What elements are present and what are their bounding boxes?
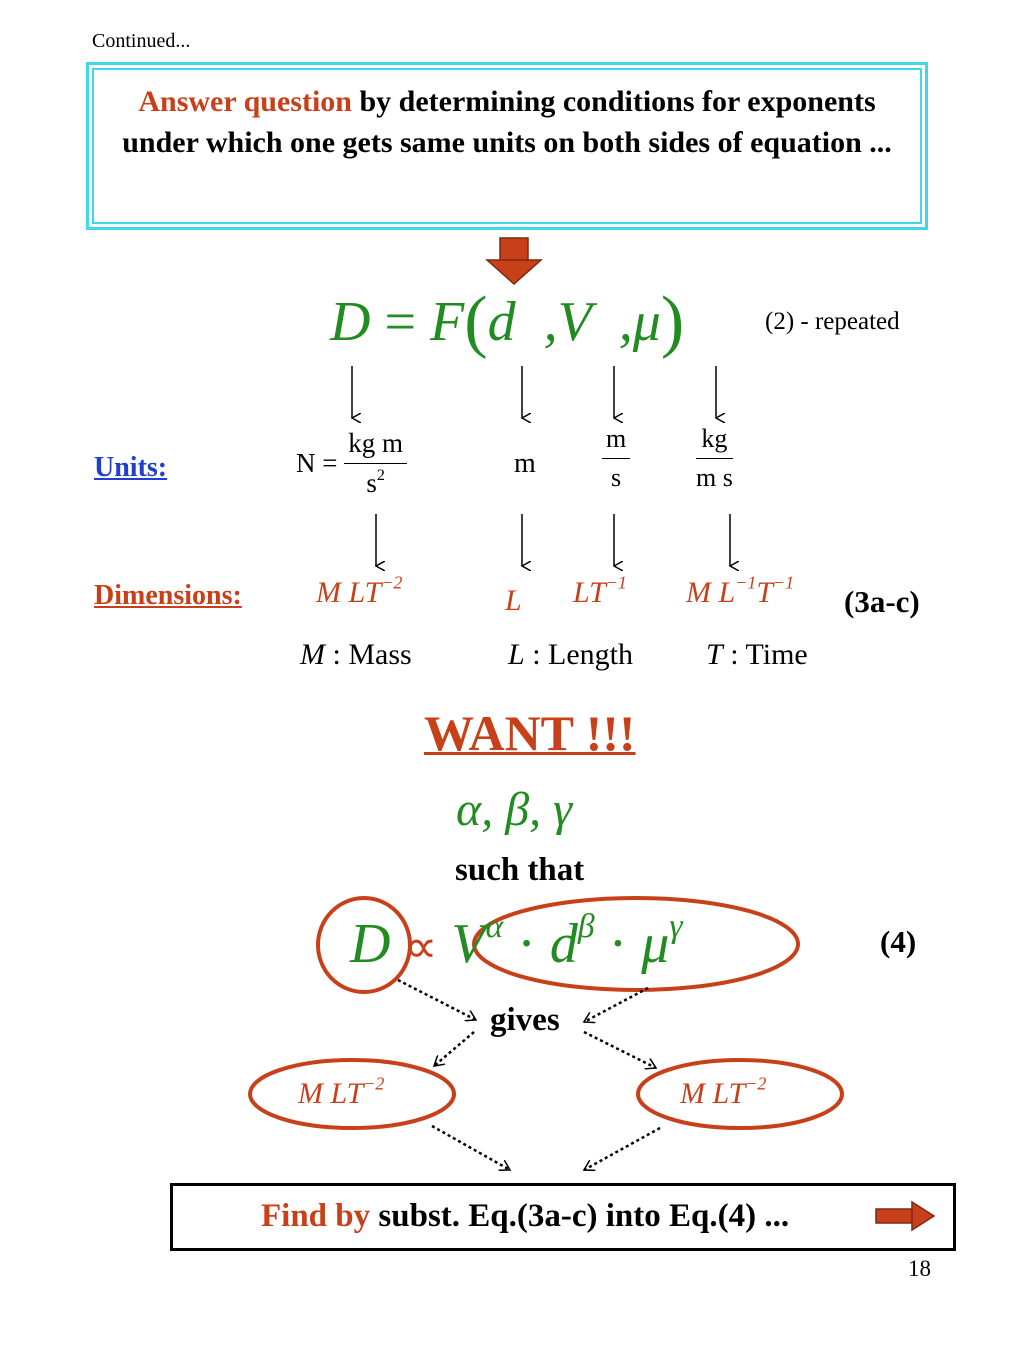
eq4-beta: β — [577, 907, 595, 945]
eq-arg-d: d — [487, 291, 516, 353]
down-arrow-icon — [485, 237, 543, 286]
unit-viscosity-num: kg — [696, 424, 733, 459]
dotted-lhs-to-gives — [397, 978, 476, 1020]
unit-force-den-exp: 2 — [376, 465, 385, 484]
eq-func: F — [430, 291, 465, 353]
equation-4: D ∝ Vα · dβ · μγ — [350, 907, 683, 975]
eq4-v: V — [451, 913, 486, 975]
unit-force-num: kg m — [344, 428, 407, 464]
dim-viscosity: M L−1T−1 — [686, 572, 795, 610]
eq4-alpha: α — [485, 907, 504, 945]
find-highlight: Find by — [261, 1198, 371, 1234]
rhs-ellipse — [472, 896, 800, 992]
unit-viscosity-den: m s — [696, 463, 733, 492]
result-right-ellipse — [636, 1058, 844, 1130]
eq4-mu: μ — [641, 913, 670, 975]
result-right: M LT−2 — [680, 1073, 767, 1111]
eq2-note: (2) - repeated — [765, 308, 900, 335]
dotted-left-to-find — [431, 1124, 510, 1172]
legend-length: L : Length — [508, 638, 633, 671]
eq4-lhs: D — [350, 913, 391, 975]
eq-close-paren: ) — [660, 283, 685, 360]
unit-force-den: s — [366, 468, 377, 498]
unit-velocity: m s — [602, 424, 631, 493]
eq4-tag: (4) — [880, 924, 917, 959]
legend-mass: M : Mass — [300, 638, 412, 671]
result-left: M LT−2 — [298, 1073, 385, 1111]
unit-force: N = kg m s2 — [296, 428, 407, 499]
greek-exponents: α, β, γ — [456, 783, 573, 836]
dotted-gives-to-left — [434, 1031, 475, 1067]
eq4-d: d — [549, 913, 578, 975]
units-label: Units: — [94, 452, 168, 483]
page-number: 18 — [908, 1256, 931, 1281]
gives-label: gives — [490, 1002, 560, 1038]
want-heading: WANT !!! — [424, 705, 636, 761]
eq-open-paren: ( — [464, 283, 488, 360]
result-left-ellipse — [248, 1058, 456, 1130]
unit-force-fraction: kg m s2 — [344, 428, 407, 499]
question-text: by determining conditions for exponents … — [122, 85, 892, 159]
eq-arg-v: ,V — [543, 291, 591, 353]
unit-velocity-den: s — [611, 463, 622, 492]
dotted-gives-to-right — [583, 1030, 656, 1068]
unit-length: m — [514, 448, 536, 479]
eq-lhs: D — [330, 291, 371, 353]
question-highlight: Answer question — [138, 85, 352, 118]
equation-2: D = F(d ,V ,μ) — [330, 282, 684, 362]
unit-velocity-num: m — [602, 424, 631, 459]
dotted-rhs-to-gives — [584, 986, 649, 1022]
legend-time: T : Time — [706, 638, 808, 671]
unit-viscosity: kg m s — [696, 424, 733, 493]
dotted-right-to-find — [584, 1126, 661, 1170]
unit-force-lhs: N = — [296, 448, 338, 478]
eq4-gamma: γ — [669, 907, 683, 945]
eq-arg-mu: ,μ — [618, 291, 661, 353]
such-that-label: such that — [455, 852, 585, 888]
dim-drag: M LT−2 — [316, 572, 403, 610]
question-box: Answer question by determining condition… — [86, 62, 928, 230]
continued-label: Continued... — [92, 30, 191, 52]
find-body: subst. Eq.(3a-c) into Eq.(4) ... — [370, 1198, 790, 1234]
right-arrow-icon — [875, 1200, 936, 1232]
eq3-tag: (3a-c) — [844, 584, 920, 619]
find-box: Find by subst. Eq.(3a-c) into Eq.(4) ... — [170, 1183, 956, 1251]
eq-equals: = — [384, 291, 417, 353]
dim-velocity: LT−1 — [573, 572, 627, 610]
dimensions-label: Dimensions: — [94, 580, 242, 611]
find-text: Find by subst. Eq.(3a-c) into Eq.(4) ... — [261, 1198, 789, 1235]
eq4-proportional: ∝ — [404, 921, 438, 972]
lhs-ellipse — [316, 896, 412, 994]
dim-length: L — [505, 584, 522, 617]
